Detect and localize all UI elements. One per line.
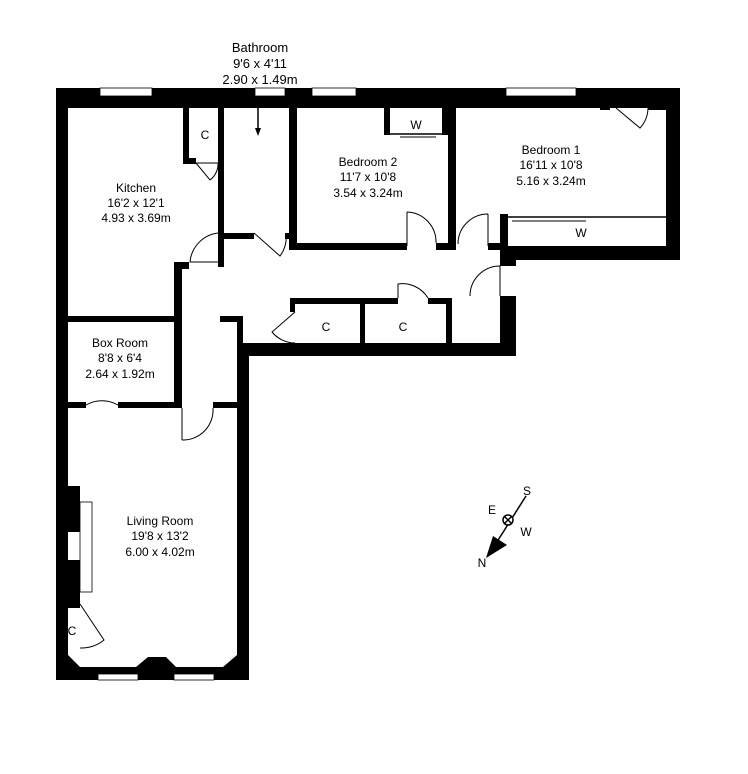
kitchen-cupboard-label: C [201, 128, 210, 142]
bathroom-imperial: 9'6 x 4'11 [233, 56, 287, 71]
compass-arrow-icon [486, 536, 507, 558]
corridor-cupboard-2-label: C [399, 320, 408, 334]
living-cupboard-label: C [68, 624, 77, 638]
compass-west: W [520, 525, 532, 539]
doors [79, 107, 649, 649]
window-reveals [68, 88, 600, 667]
corridor-cupboard-1-label: C [322, 320, 331, 334]
kitchen-metric: 4.93 x 3.69m [101, 211, 170, 225]
room-label-bedroom-2: Bedroom 2 11'7 x 10'8 3.54 x 3.24m [333, 155, 402, 200]
living-imperial: 19'8 x 13'2 [131, 529, 189, 543]
living-name: Living Room [127, 514, 194, 528]
boxroom-imperial: 8'8 x 6'4 [98, 351, 142, 365]
bedroom1-metric: 5.16 x 3.24m [516, 174, 585, 188]
bedroom1-wardrobe-label: W [575, 226, 587, 240]
bedroom2-metric: 3.54 x 3.24m [333, 186, 402, 200]
compass-east: E [488, 503, 496, 517]
compass: S E W N [478, 484, 533, 570]
bedroom1-imperial: 16'11 x 10'8 [519, 158, 582, 172]
living-metric: 6.00 x 4.02m [125, 545, 194, 559]
bathroom-name: Bathroom [232, 40, 288, 55]
kitchen-imperial: 16'2 x 12'1 [107, 196, 165, 210]
bedroom1-name: Bedroom 1 [522, 143, 581, 157]
room-label-living-room: Living Room 19'8 x 13'2 6.00 x 4.02m [125, 514, 194, 559]
bathroom-metric: 2.90 x 1.49m [222, 72, 297, 87]
compass-south: S [523, 484, 531, 498]
windows [56, 87, 577, 681]
bedroom2-wardrobe-label: W [410, 118, 422, 132]
kitchen-name: Kitchen [116, 181, 156, 195]
boxroom-metric: 2.64 x 1.92m [85, 367, 154, 381]
storage-outlines [68, 100, 666, 608]
room-label-bathroom: Bathroom 9'6 x 4'11 2.90 x 1.49m [222, 40, 297, 87]
boxroom-name: Box Room [92, 336, 148, 350]
bedroom2-name: Bedroom 2 [339, 155, 398, 169]
bedroom2-imperial: 11'7 x 10'8 [340, 170, 397, 184]
bedroom1-cupboard-label: C [628, 97, 637, 111]
room-label-box-room: Box Room 8'8 x 6'4 2.64 x 1.92m [85, 336, 154, 381]
walls [56, 88, 680, 680]
room-label-kitchen: Kitchen 16'2 x 12'1 4.93 x 3.69m [101, 181, 170, 225]
storage-tags: C W C W C C C [68, 97, 637, 638]
room-label-bedroom-1: Bedroom 1 16'11 x 10'8 5.16 x 3.24m [516, 143, 585, 188]
compass-north: N [478, 556, 487, 570]
